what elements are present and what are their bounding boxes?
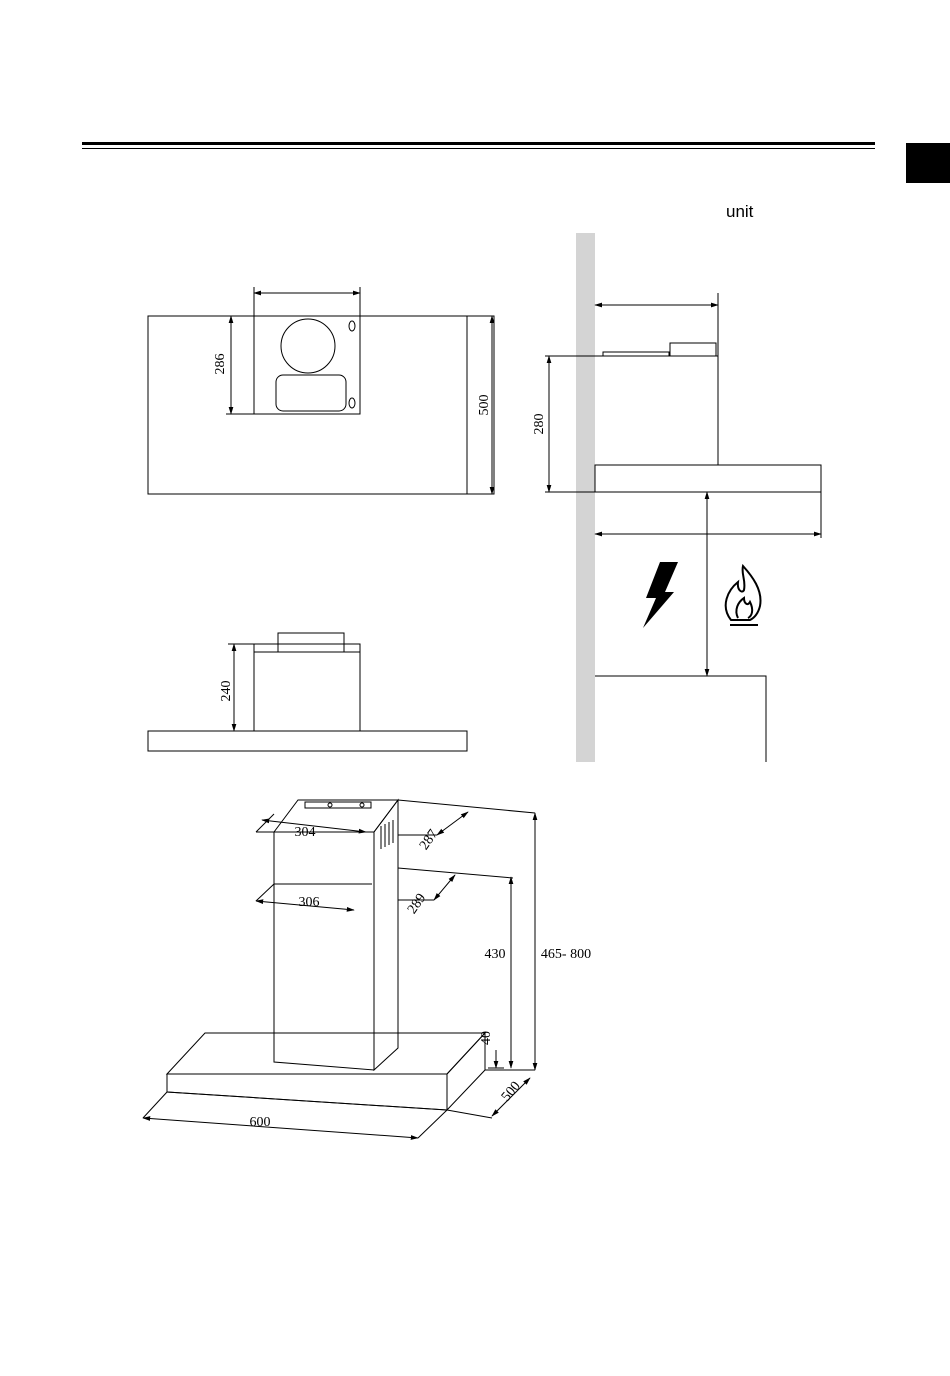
top-plate-screw <box>328 803 332 807</box>
wall <box>576 233 595 762</box>
front-view <box>148 633 467 751</box>
chimney-outline <box>254 316 360 414</box>
iso-canopy-width-label: 600 <box>250 1115 271 1130</box>
exhaust-outlet <box>281 319 335 373</box>
lightning-icon <box>643 562 678 628</box>
iso-canopy-thickness-label: 40 <box>479 1031 494 1045</box>
top-depth-dim <box>437 812 468 835</box>
canopy-side <box>595 465 821 492</box>
front-height-label: 240 <box>219 681 234 702</box>
chimney-front <box>254 652 360 731</box>
chimney-top-face <box>274 800 398 832</box>
side-view <box>545 233 821 762</box>
mount-slot <box>349 321 355 331</box>
canopy-top-face <box>167 1033 485 1074</box>
top-depth-label: 286 <box>213 354 228 375</box>
top-width-label: 500 <box>477 395 492 416</box>
cooktop-outline <box>595 676 766 762</box>
iso-total-height-label: 465- 800 <box>541 947 591 962</box>
iso-mid-depth-label: 289 <box>405 891 429 917</box>
mid-depth-dim <box>434 875 455 900</box>
side-height-label: 280 <box>532 414 547 435</box>
canopy-front-face <box>167 1074 447 1110</box>
filter-box <box>276 375 346 411</box>
top-bracket-cap <box>670 343 716 356</box>
chimney-front-face <box>274 832 374 1070</box>
top-plate-screw <box>360 803 364 807</box>
iso-top-width-label: 304 <box>295 825 316 840</box>
top-bracket <box>603 352 669 356</box>
canopy-front <box>148 731 467 751</box>
fire-icon <box>726 566 761 625</box>
chimney-side-face <box>374 800 398 1070</box>
iso-top-depth-label: 287 <box>417 827 441 853</box>
chimney-top-box <box>278 633 344 652</box>
iso-mid-width-label: 306 <box>299 895 320 910</box>
top-view <box>148 287 494 494</box>
canopy-outline <box>148 316 494 494</box>
iso-view <box>143 800 535 1138</box>
iso-canopy-depth-label: 500 <box>499 1079 524 1105</box>
iso-chimney-height-label: 430 <box>485 947 506 962</box>
canopy-width-dim <box>143 1118 418 1138</box>
mount-slot <box>349 398 355 408</box>
